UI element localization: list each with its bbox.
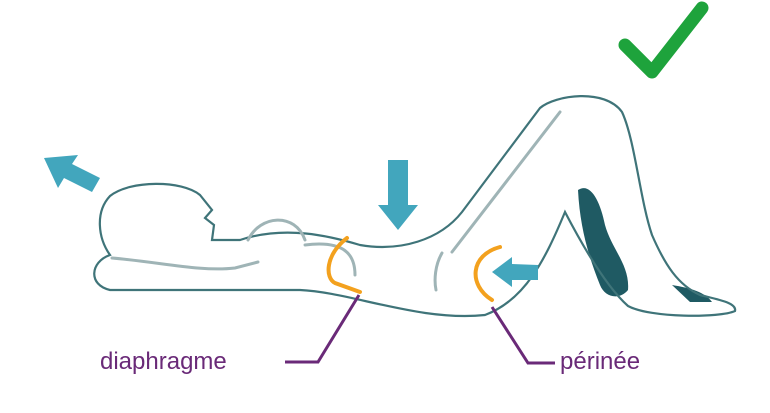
rib-line bbox=[303, 242, 357, 277]
body-outline bbox=[93, 95, 737, 318]
thigh-line bbox=[450, 110, 562, 254]
arrow-up-left-icon bbox=[44, 155, 100, 192]
diaphragm-arc bbox=[326, 236, 362, 294]
perineum-leader bbox=[490, 306, 555, 365]
perineum-arc bbox=[473, 245, 502, 302]
arrow-down-icon bbox=[378, 160, 418, 230]
arrow-left-icon bbox=[492, 257, 538, 287]
leg-shadow bbox=[578, 188, 629, 297]
arm-line bbox=[110, 256, 260, 271]
chest-line bbox=[246, 218, 307, 242]
diaphragm-leader bbox=[285, 294, 361, 364]
foot-shadow bbox=[672, 285, 712, 302]
hip-line bbox=[433, 251, 444, 292]
perineum-label: périnée bbox=[560, 348, 641, 375]
diaphragm-label: diaphragme bbox=[100, 348, 227, 375]
check-icon bbox=[618, 1, 709, 79]
